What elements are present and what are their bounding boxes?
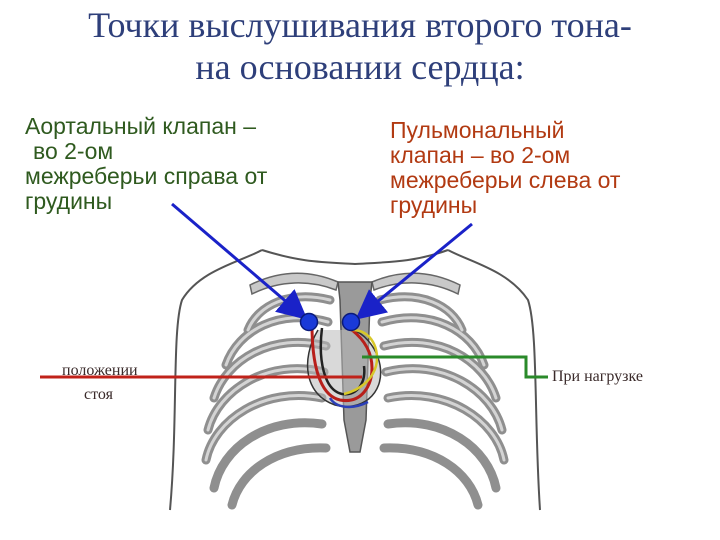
great-vessels-blue [328, 397, 369, 409]
great-vessels-red [310, 324, 374, 402]
pulmonary-label-line-2: клапан – во 2-ом [390, 142, 571, 168]
great-vessels-dark [319, 327, 366, 396]
pulmonary-valve-label: Пульмональный клапан – во 2-ом межреберь… [390, 118, 690, 218]
heart-outline [306, 329, 382, 408]
pulmonary-label-line-3: межреберьи слева от [390, 167, 621, 193]
under-load-line [362, 355, 548, 379]
aortic-label-line-4: грудины [25, 188, 113, 214]
slide-title: Точки выслушивания второго тона- на осно… [0, 4, 720, 88]
standing-position-label-line-2: стоя [84, 386, 113, 403]
aortic-label-line-1: Аортальный клапан – [25, 113, 257, 139]
aortic-auscultation-point [299, 312, 319, 332]
title-line-2: на основании сердца: [195, 47, 525, 87]
aortic-label-line-3: межреберьи справа от [25, 163, 268, 189]
under-load-label: При нагрузке [552, 368, 643, 385]
torso-outline [169, 249, 541, 511]
aortic-valve-label: Аортальный клапан – во 2-ом межреберьи с… [25, 114, 335, 214]
rib-shading [204, 295, 506, 462]
clavicles [249, 272, 461, 296]
pulmonary-auscultation-point [341, 312, 361, 332]
title-line-1: Точки выслушивания второго тона- [88, 5, 632, 45]
pulmonary-label-line-1: Пульмональный [390, 117, 565, 143]
standing-position-label-line-1: положении [62, 362, 138, 379]
pulmonary-pointer-arrow [355, 222, 473, 320]
pulmonary-label-line-4: грудины [390, 192, 478, 218]
aortic-label-line-2: во 2-ом [33, 138, 114, 164]
aortic-pointer-arrow [171, 202, 308, 320]
great-vessels-yellow [343, 328, 379, 396]
